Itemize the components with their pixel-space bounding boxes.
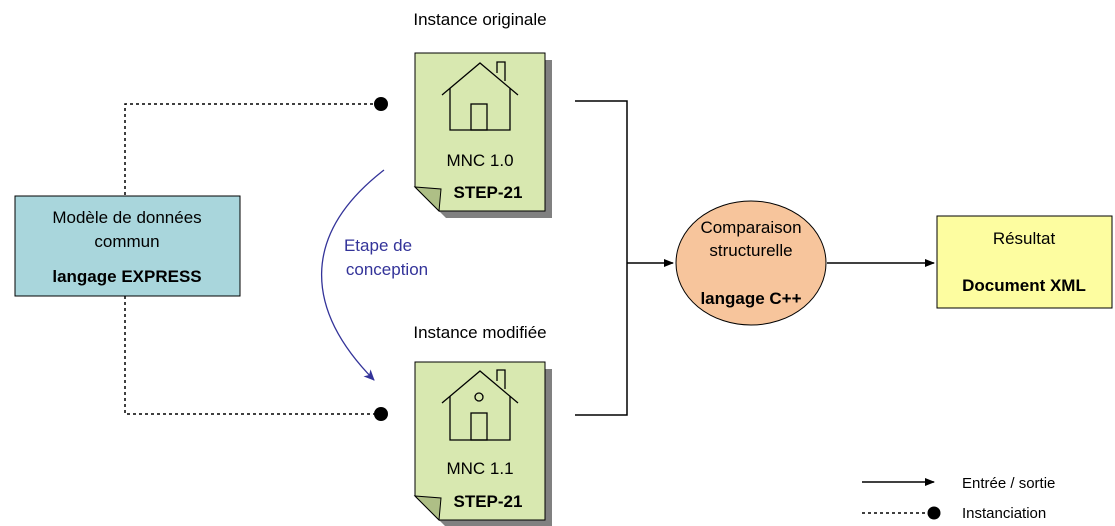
original-instance-version: MNC 1.0 <box>446 151 513 170</box>
modified-instance-caption: Instance modifiée <box>413 323 546 342</box>
model-line2: commun <box>94 232 159 251</box>
design-step-line1: Etape de <box>344 236 412 255</box>
original-instance-format: STEP-21 <box>454 183 523 202</box>
design-step-arrow <box>321 169 385 381</box>
data-model-box: Modèle de données commun langage EXPRESS <box>14 195 241 297</box>
design-step-line2: conception <box>346 260 428 279</box>
model-line1: Modèle de données <box>52 208 201 227</box>
legend-instantiation-label: Instanciation <box>962 505 1046 522</box>
house-with-window-icon <box>441 369 519 441</box>
comparison-line2: structurelle <box>709 241 792 260</box>
modified-instance-format: STEP-21 <box>454 492 523 511</box>
modified-instance-version: MNC 1.1 <box>446 459 513 478</box>
result-line1: Résultat <box>993 229 1056 248</box>
structural-comparison-node: Comparaison structurelle langage C++ <box>675 200 827 326</box>
legend-instantiation-dot <box>927 506 941 520</box>
result-line2: Document XML <box>962 276 1086 295</box>
house-icon <box>441 61 519 131</box>
instantiation-connectors <box>124 97 388 421</box>
legend-io-label: Entrée / sortie <box>962 475 1055 492</box>
legend: Entrée / sortie Instanciation <box>862 475 1055 522</box>
original-instance-caption: Instance originale <box>413 10 546 29</box>
comparison-line3: langage C++ <box>700 289 801 308</box>
result-box: Résultat Document XML <box>936 215 1113 309</box>
modified-instance-document: Instance modifiée MNC 1.1 STEP-21 <box>413 323 552 526</box>
model-line3: langage EXPRESS <box>52 267 201 286</box>
io-connectors <box>575 100 935 416</box>
comparison-line1: Comparaison <box>700 218 801 237</box>
original-instance-document: Instance originale MNC 1.0 STEP-21 <box>413 10 552 218</box>
